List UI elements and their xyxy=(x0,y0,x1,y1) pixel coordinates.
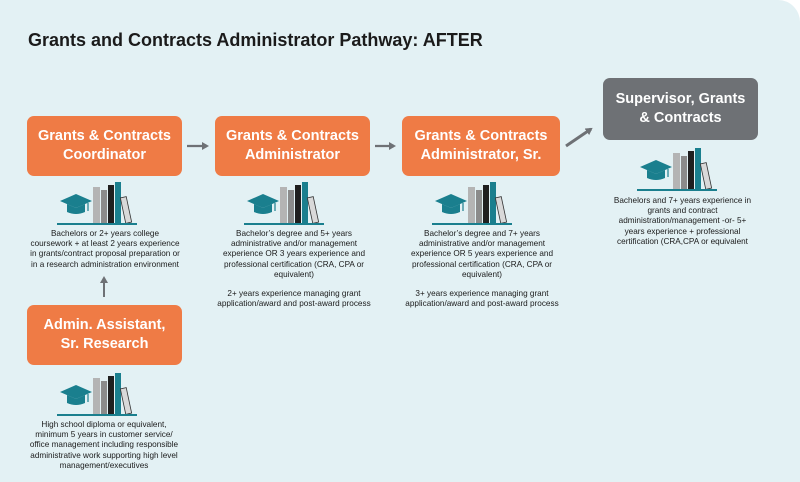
requirement-text: Bachelor’s degree and 5+ years administr… xyxy=(223,229,365,279)
requirements-administrator: Bachelor’s degree and 5+ years administr… xyxy=(213,229,375,309)
role-name-coordinator: Grants & Contracts Coordinator xyxy=(38,128,171,163)
role-name-admin-assistant: Admin. Assistant, Sr. Research xyxy=(43,317,166,352)
role-name-administrator: Grants & Contracts Administrator xyxy=(226,128,359,163)
education-icon xyxy=(57,182,137,225)
requirement-text: 2+ years experience managing grant appli… xyxy=(217,289,371,309)
role-name-administrator-sr: Grants & Contracts Administrator, Sr. xyxy=(414,128,548,163)
requirements-administrator-sr: Bachelor’s degree and 7+ years administr… xyxy=(403,229,561,309)
requirement-text: Bachelors and 7+ years experience in gra… xyxy=(613,196,752,246)
education-icon xyxy=(244,182,324,225)
role-box-admin-assistant: Admin. Assistant, Sr. Research xyxy=(27,305,182,365)
education-icon xyxy=(637,148,717,191)
requirement-text: Bachelors or 2+ years college coursework… xyxy=(30,229,180,269)
requirement-text: Bachelor’s degree and 7+ years administr… xyxy=(411,229,553,279)
requirement-text: 3+ years experience managing grant appli… xyxy=(405,289,559,309)
requirements-admin-assistant: High school diploma or equivalent, minim… xyxy=(28,420,180,471)
education-icon xyxy=(432,182,512,225)
role-box-coordinator: Grants & Contracts Coordinator xyxy=(27,116,182,176)
role-box-administrator: Grants & Contracts Administrator xyxy=(215,116,370,176)
diagram-title: Grants and Contracts Administrator Pathw… xyxy=(28,30,483,50)
role-name-supervisor: Supervisor, Grants & Contracts xyxy=(615,91,746,126)
requirements-coordinator: Bachelors or 2+ years college coursework… xyxy=(30,229,180,270)
role-box-supervisor: Supervisor, Grants & Contracts xyxy=(603,78,758,140)
arrow-administrator-sr-to-supervisor xyxy=(565,127,593,148)
requirements-supervisor: Bachelors and 7+ years experience in gra… xyxy=(610,196,755,247)
role-box-administrator-sr: Grants & Contracts Administrator, Sr. xyxy=(402,116,560,176)
requirement-text: High school diploma or equivalent, minim… xyxy=(29,420,179,470)
education-icon xyxy=(57,373,137,416)
